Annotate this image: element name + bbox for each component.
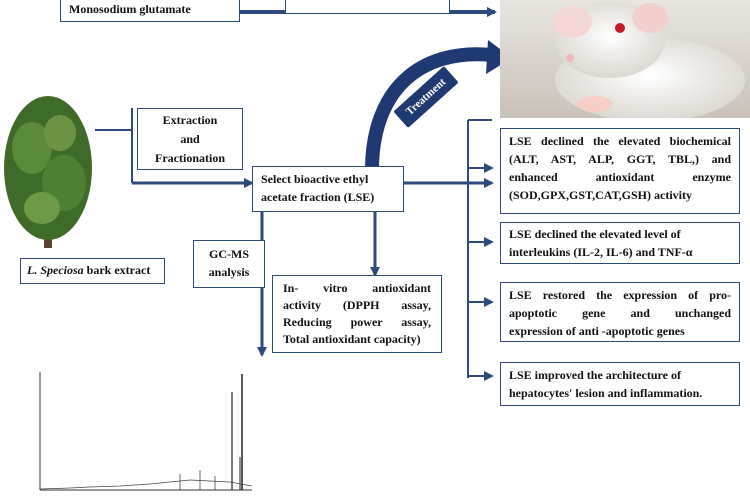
monosodium-glutamate-label: Monosodium glutamate xyxy=(69,2,191,16)
lse-fraction-box: Select bioactive ethyl acetate fraction … xyxy=(252,166,404,212)
result-biochemical-box: LSE declined the elevated biochemical (A… xyxy=(500,128,740,214)
tree-photo xyxy=(2,88,95,253)
extraction-label: Extraction and Fractionation xyxy=(155,113,225,165)
gcms-chromatogram xyxy=(30,362,258,497)
result-apoptotic-box: LSE restored the expression of pro- apop… xyxy=(500,282,740,342)
rat-photo xyxy=(500,0,750,118)
antioxidant-activity-box: In- vitro antioxidant activity (DPPH ass… xyxy=(272,275,442,353)
treatment-curve xyxy=(365,47,493,171)
result-architecture-box: LSE improved the architecture of hepatoc… xyxy=(500,362,740,406)
gcms-analysis-box: GC-MS analysis xyxy=(193,240,265,288)
top-secondary-box xyxy=(285,0,450,14)
plant-caption-rest: bark extract xyxy=(83,263,151,277)
plant-species-name: L. Speciosa xyxy=(27,263,84,277)
extraction-box-outline xyxy=(137,108,243,170)
result-interleukins-box: LSE declined the elevated level of inter… xyxy=(500,222,740,264)
plant-caption-box: L. Speciosa bark extract xyxy=(20,258,165,284)
monosodium-glutamate-box: Monosodium glutamate xyxy=(60,0,240,22)
